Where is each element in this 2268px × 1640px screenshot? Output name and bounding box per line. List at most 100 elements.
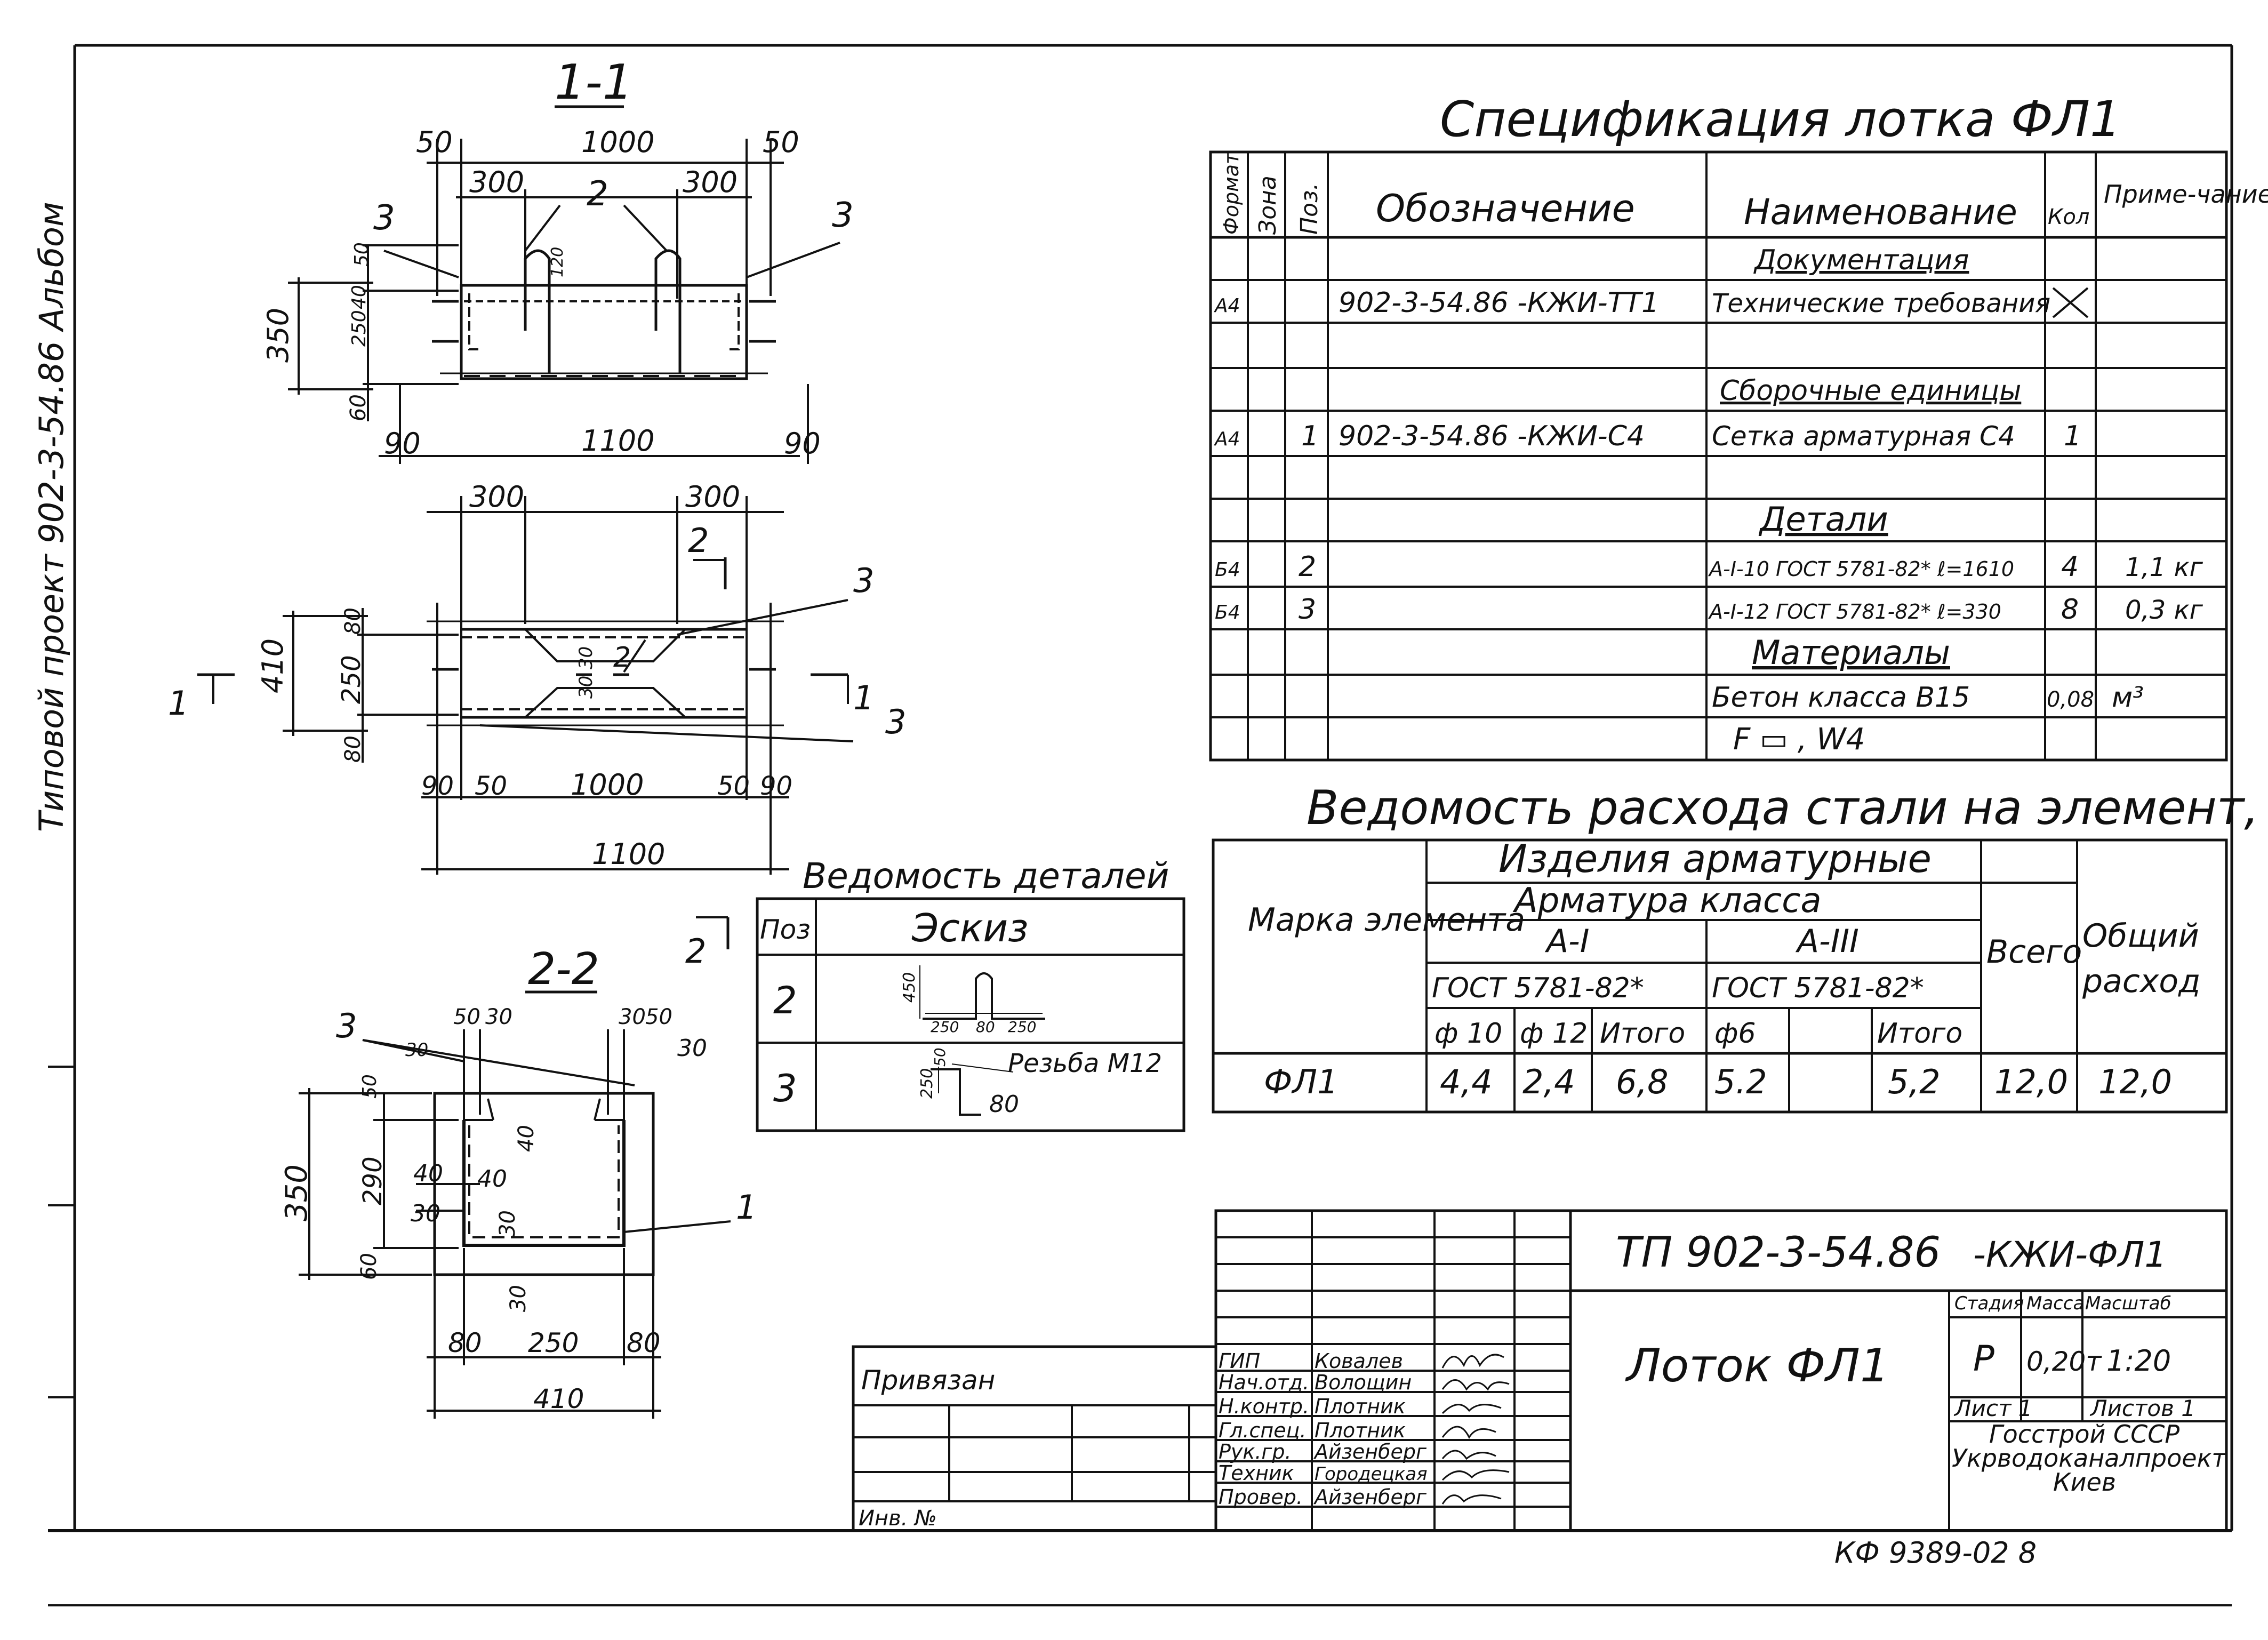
sketch2-dim-250b: 250 [1008, 1018, 1036, 1036]
spec-row-7-pos: 2 [1299, 551, 1316, 583]
steel-d10: 4,4 [1440, 1062, 1493, 1101]
spec-row-6-name: Детали [1758, 500, 1888, 539]
steel-h-mark: Марка элемента [1248, 901, 1525, 939]
steel-h-arm: Арматура класса [1512, 881, 1822, 921]
sketch2-dim-450: 450 [900, 972, 919, 1003]
sketch2-dim-250a: 250 [931, 1018, 959, 1036]
spec-row-1-name: Технические требования [1712, 289, 2050, 318]
signature-3 [1441, 1426, 1496, 1439]
tb-mass: 0,20т [2026, 1346, 2102, 1377]
s22-dim-40b: 40 [413, 1160, 443, 1187]
spec-h-format: Формат [1220, 151, 1243, 235]
sketch2-dim-80: 80 [976, 1018, 995, 1036]
signatures [1441, 1354, 1510, 1505]
steel-h-a1: А-I [1544, 923, 1589, 960]
tb-role-4: Рук.гр. [1219, 1440, 1292, 1463]
s11-mark-2: 2 [587, 174, 608, 214]
details-title: Ведомость деталей [803, 855, 1169, 897]
tb-role-3: Гл.спец. [1219, 1419, 1307, 1442]
spec-row-8-note: 0,3 кг [2125, 595, 2203, 625]
plan-dim-30b: 30 [575, 676, 597, 699]
spec-row-3-name: Сборочные единицы [1720, 375, 2021, 407]
tb-role-0: ГИП [1219, 1349, 1260, 1373]
plan-dim-80b: 80 [341, 735, 365, 763]
steel-headers: Марка элемента Изделия арматурные Армату… [1248, 836, 2201, 1050]
plan-sec-1b: 1 [853, 678, 874, 717]
s22-dim-250: 250 [528, 1327, 579, 1358]
title-block [852, 1209, 2228, 1532]
spec-row-9-name: Материалы [1752, 633, 1950, 672]
steel-total: 12,0 [1994, 1062, 2068, 1101]
sketch3-dim-80: 80 [989, 1091, 1019, 1118]
plan-sec-2c: 2 [685, 932, 706, 971]
tb-h-mass: Масса [2026, 1293, 2084, 1314]
steel-mark: ФЛ1 [1264, 1062, 1338, 1101]
spec-row-7-fmt: Б4 [1215, 559, 1240, 581]
plan-dim-80a: 80 [341, 607, 365, 635]
spec-h-designation: Обозначение [1376, 187, 1635, 230]
spec-row-4-des: 902-3-54.86 -КЖИ-С4 [1339, 420, 1645, 452]
spec-row-8-pos: 3 [1299, 594, 1316, 626]
tb-role-1: Нач.отд. [1219, 1371, 1309, 1394]
tb-people: ГИП Ковалев Нач.отд. Волощин Н.контр. Пл… [1219, 1349, 1428, 1509]
tb-h-stage: Стадия [1954, 1293, 2024, 1314]
tb-code: ТП 902-3-54.86 [1616, 1229, 1941, 1277]
plan-dim-50a: 50 [475, 771, 507, 801]
s22-dim-290: 290 [358, 1156, 388, 1205]
signature-4 [1441, 1450, 1496, 1460]
plan-dim-410: 410 [256, 638, 290, 693]
steel-it3: 5,2 [1888, 1062, 1941, 1101]
tb-privyazan: Привязан [861, 1365, 995, 1396]
signature-0 [1441, 1354, 1504, 1369]
tb-scale: 1:20 [2106, 1344, 2171, 1378]
sketch-pos3 [931, 1063, 1014, 1116]
signature-2 [1441, 1404, 1502, 1414]
steel-h-izd: Изделия арматурные [1498, 836, 1932, 881]
s22-dim-50b: 50 [645, 1005, 672, 1029]
s22-dim-50a: 50 [453, 1005, 480, 1029]
details-h-sketch: Эскиз [911, 906, 1028, 950]
s22-dim-350: 350 [279, 1164, 314, 1221]
steel-it1: 6,8 [1616, 1062, 1669, 1101]
spec-row-1-des: 902-3-54.86 -КЖИ-ТТ1 [1339, 287, 1659, 319]
spec-h-note: Приме-чание [2104, 180, 2268, 209]
steel-h-it1: Итого [1600, 1018, 1685, 1050]
section22-label: 2-2 [528, 944, 599, 995]
s22-dim-40c: 40 [477, 1165, 507, 1193]
signature-5 [1441, 1469, 1510, 1481]
spec-h-qty: Кол [2048, 205, 2089, 229]
s22-dim-60: 60 [357, 1253, 381, 1280]
s11-mark-3b: 3 [832, 196, 854, 235]
section-1-1: 1-1 [261, 54, 854, 464]
plan-dim-300a: 300 [469, 480, 524, 514]
spec-h-pos: Поз. [1296, 183, 1323, 235]
s22-dim-410: 410 [533, 1383, 584, 1414]
steel-h-gost1: ГОСТ 5781-82* [1432, 972, 1644, 1004]
spec-row-4-name: Сетка арматурная С4 [1712, 421, 2015, 452]
spec-row-10-note: м³ [2112, 682, 2144, 714]
s22-dim-30e: 30 [411, 1200, 440, 1227]
spec-row-7-qty: 4 [2061, 551, 2079, 583]
steel-h-total: Всего [1986, 933, 2082, 971]
spec-row-4-qty: 1 [2064, 420, 2081, 452]
sketch3-dim-50: 50 [931, 1047, 949, 1067]
plan-dim-300b: 300 [685, 480, 740, 514]
tb-stage: Р [1973, 1338, 1994, 1379]
plan-dim-90b: 90 [760, 771, 792, 801]
s11-dim-90b: 90 [784, 427, 821, 460]
spec-row-8-fmt: Б4 [1215, 602, 1240, 623]
tb-name-3: Плотник [1315, 1419, 1406, 1442]
s22-dim-30a: 30 [405, 1039, 428, 1061]
plan-dim-30a: 30 [575, 646, 597, 669]
steel-h-common-1: Общий [2082, 917, 2199, 955]
spec-h-zone: Зона [1254, 175, 1281, 235]
s22-dim-80a: 80 [448, 1327, 482, 1358]
details-row-0-pos: 2 [773, 979, 797, 1022]
spec-rows: Документация А4 902-3-54.86 -КЖИ-ТТ1 Тех… [1214, 244, 2203, 757]
steel-h-d6: ф6 [1714, 1018, 1756, 1050]
tb-code-suffix: -КЖИ-ФЛ1 [1973, 1234, 2167, 1275]
steel-h-common-2: расход [2082, 963, 2201, 1000]
plan-dim-50b: 50 [717, 771, 750, 801]
s11-dim-300a: 300 [469, 165, 524, 199]
tb-org1: Госстрой СССР [1989, 1420, 2179, 1449]
